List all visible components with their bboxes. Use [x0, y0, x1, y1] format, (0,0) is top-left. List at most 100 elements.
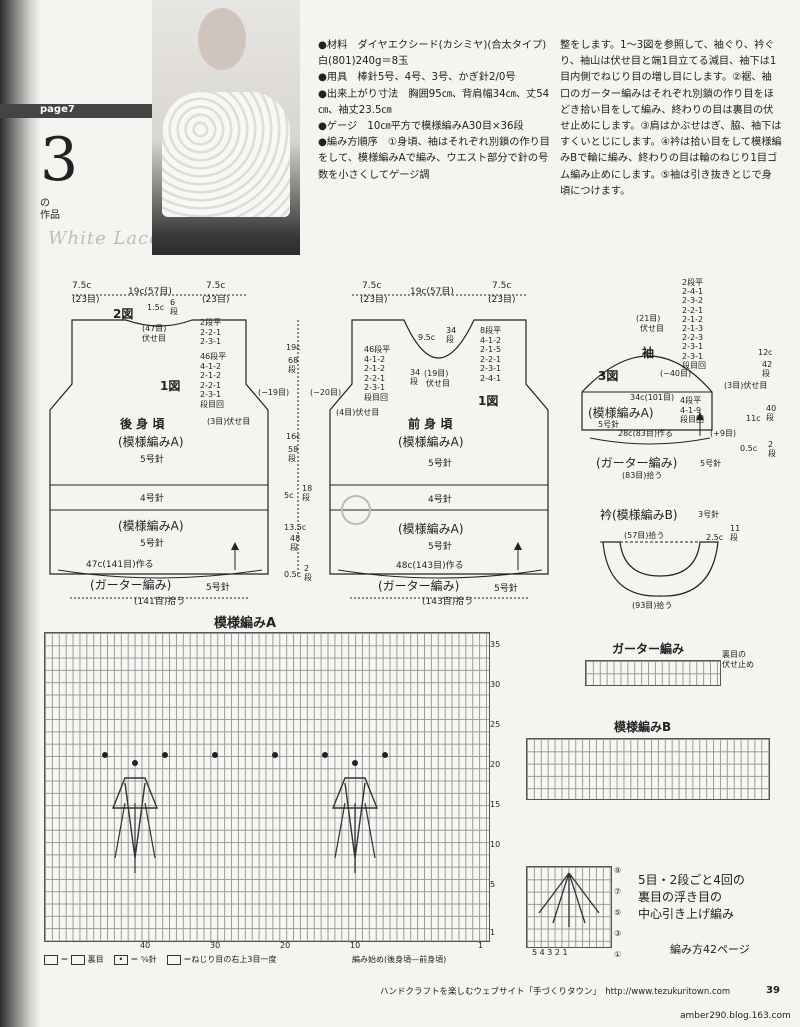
see-page-reference: 編み方42ページ — [670, 943, 750, 956]
sleeve-cast-on: 28c(83目)作る — [618, 429, 673, 438]
back-body-title: 後 身 頃 — [120, 417, 165, 431]
motif-pull-up-lines — [538, 872, 600, 927]
instructions-col1: ●材料 ダイヤエクシード(カシミヤ)(合太タイプ) 白(801)240g＝8玉 … — [318, 38, 556, 184]
chart-a-row-10: 10 — [490, 840, 501, 849]
chart-a-row-20: 20 — [490, 760, 501, 769]
gauge: ●ゲージ 10㎝平方で模様編みA30目×36段 — [318, 121, 524, 133]
chart-a-col-20: 20 — [280, 941, 291, 950]
chart-a-row-1: 1 — [490, 928, 496, 937]
chart-a-grid — [44, 632, 490, 942]
back-body-outline — [49, 319, 269, 575]
back-neck-decreases: 2段平 2-2-1 2-3-1 — [200, 318, 222, 346]
front-neck-decreases: 8段平 4-1-2 2-1-5 2-2-1 2-3-1 2-4-1 — [480, 326, 502, 383]
sleeve-lower-height: 11c — [746, 414, 761, 423]
collar-needle: 3号針 — [698, 510, 720, 519]
height-garter-rows: 2段 — [304, 564, 312, 582]
front-pattern-lower: (模様編みA) — [398, 522, 464, 536]
back-shoulder-left: 7.5c — [72, 281, 92, 291]
front-pattern: (模様編みA) — [398, 435, 464, 449]
chart-a-col-10: 10 — [350, 941, 361, 950]
chart-a-symbols — [102, 752, 388, 873]
model-photo — [152, 0, 300, 255]
front-needle-waist: 4号針 — [428, 495, 452, 505]
height-upper-rows: 58段 — [288, 445, 299, 463]
steps-start: ●編み方順序 ①身頃、袖はそれぞれ別鎖の作り目をして、模様編みAで編み、ウエスト… — [318, 137, 550, 181]
front-needle-top: 5号針 — [428, 459, 452, 469]
book-spine-shadow — [0, 0, 40, 1027]
front-center-bind: (19目) — [424, 369, 449, 378]
back-figure-number: 2図 — [113, 307, 134, 321]
back-neck-width: 19c(57目) — [128, 287, 172, 297]
sleeve-cuff-rows: 2段 — [768, 440, 776, 458]
chart-a-row-25: 25 — [490, 720, 501, 729]
chart-a-row-30: 30 — [490, 680, 501, 689]
front-shoulder-left-sts: (23目) — [360, 295, 388, 305]
height-upper: 16c — [286, 432, 301, 441]
height-waist: 5c — [284, 491, 294, 500]
front-pickup: (143目)拾う — [422, 597, 474, 607]
back-needle-lower: 5号針 — [140, 539, 164, 549]
back-shoulder-right: 7.5c — [206, 281, 226, 291]
back-neck-bind: (47目) — [142, 324, 167, 333]
motif-chart-grid — [526, 866, 612, 948]
chart-a-title: 模様編みA — [214, 616, 277, 631]
footer-site: ハンドクラフトを楽しむウェブサイト「手づくりタウン」 http://www.te… — [380, 987, 731, 997]
collar-pickup-bottom: (93目)拾う — [632, 601, 673, 610]
back-pickup: (141目)拾う — [134, 597, 186, 607]
front-neck-side-rows: 34段 — [410, 368, 421, 386]
front-fig1-label: 1図 — [478, 394, 499, 408]
collar-depth: 2.5c — [706, 533, 724, 542]
work-suffix: の 作品 — [40, 198, 60, 221]
sleeve-cuff-curve — [589, 437, 711, 445]
front-cast-on: 48c(143目)作る — [396, 561, 464, 571]
front-arm-decreases: 46段平 4-1-2 2-1-2 2-2-1 2-3-1 段目回 — [364, 345, 391, 402]
page-tag-bar — [0, 104, 152, 118]
sleeve-top-bind: (21目) — [636, 314, 661, 323]
motif-description: 5目・2段ごと4回の 裏目の浮き目の 中心引き上げ編み — [638, 873, 745, 921]
back-garter-needle: 5号針 — [206, 583, 230, 593]
sleeve-title: 袖 — [642, 346, 655, 360]
back-pattern: (模様編みA) — [118, 435, 184, 449]
motif-col-numbers: 5 4 3 2 1 — [532, 948, 568, 957]
instructions-col2: 整をします。1～3図を参照して、袖ぐり、衿ぐり、袖山は伏せ目と端1目立てる減目、… — [560, 40, 782, 197]
schematic-diagrams — [49, 294, 720, 599]
back-armhole-bind: (3目)伏せ目 — [207, 417, 251, 426]
sleeve-cap-decreases: 2段平 2-4-1 2-3-2 2-2-1 2-1-2 2-1-3 2-2-3 … — [682, 278, 706, 370]
sleeve-width: 34c(101目) — [630, 393, 675, 402]
legend-purl-label: 裏目 — [87, 955, 104, 964]
front-center-bind-label: 伏せ目 — [426, 379, 450, 388]
tools: ●用具 棒針5号、4号、3号、かぎ針2/0号 — [318, 72, 516, 84]
sleeve-increases: 4段平 4-1-9 段目回 — [680, 396, 704, 424]
back-neck-height: 1.5c — [147, 303, 165, 312]
collar-outline — [602, 541, 719, 597]
garter-chart-grid — [585, 660, 721, 686]
height-garter: 0.5c — [284, 570, 302, 579]
legend-purl-box — [71, 954, 86, 965]
legend-row: ＝ 裏目 • ＝ ⅝針 ＝ねじり目の右上3目一度 — [44, 954, 276, 965]
motif-row-numbers: ⑨ ⑦ ⑤ ③ ① — [614, 866, 622, 959]
sleeve-garter-needle: 5号針 — [700, 459, 722, 468]
sleeve-garter: (ガーター編み) — [596, 456, 678, 470]
collar-title: 衿(模様編みB) — [600, 508, 678, 522]
chart-a-col-40: 40 — [140, 941, 151, 950]
sleeve-pickup: (83目)拾う — [622, 471, 663, 480]
chart-a-row-5: 5 — [490, 880, 496, 889]
chart-b-grid — [526, 738, 770, 800]
sleeve-cap-side: (−40目) — [660, 369, 692, 378]
back-needle-waist: 4号針 — [140, 494, 164, 504]
blog-watermark: amber290.blog.163.com — [680, 1011, 791, 1021]
back-needle-top: 5号針 — [140, 455, 164, 465]
back-cast-on: 47c(141目)作る — [86, 560, 154, 570]
work-number: 3 — [40, 125, 79, 195]
back-arm-side: (−19目) — [258, 388, 290, 397]
finished-size: ●出来上がり寸法 胸囲95㎝、背肩幅34㎝、丈54㎝、袖丈23.5㎝ — [318, 88, 550, 116]
lace-top-garment — [162, 92, 290, 217]
back-fig1-label: 1図 — [160, 379, 181, 393]
front-shoulder-left: 7.5c — [362, 281, 382, 291]
legend-needle-label: ⅝針 — [140, 955, 157, 964]
collar-pickup-top: (57目)拾う — [624, 531, 665, 540]
collar-depth-rows: 11段 — [730, 524, 741, 542]
back-neck-rows: 6段 — [170, 298, 178, 316]
back-shoulder-right-sts: (23目) — [202, 295, 230, 305]
sleeve-needle: 5号針 — [598, 420, 620, 429]
